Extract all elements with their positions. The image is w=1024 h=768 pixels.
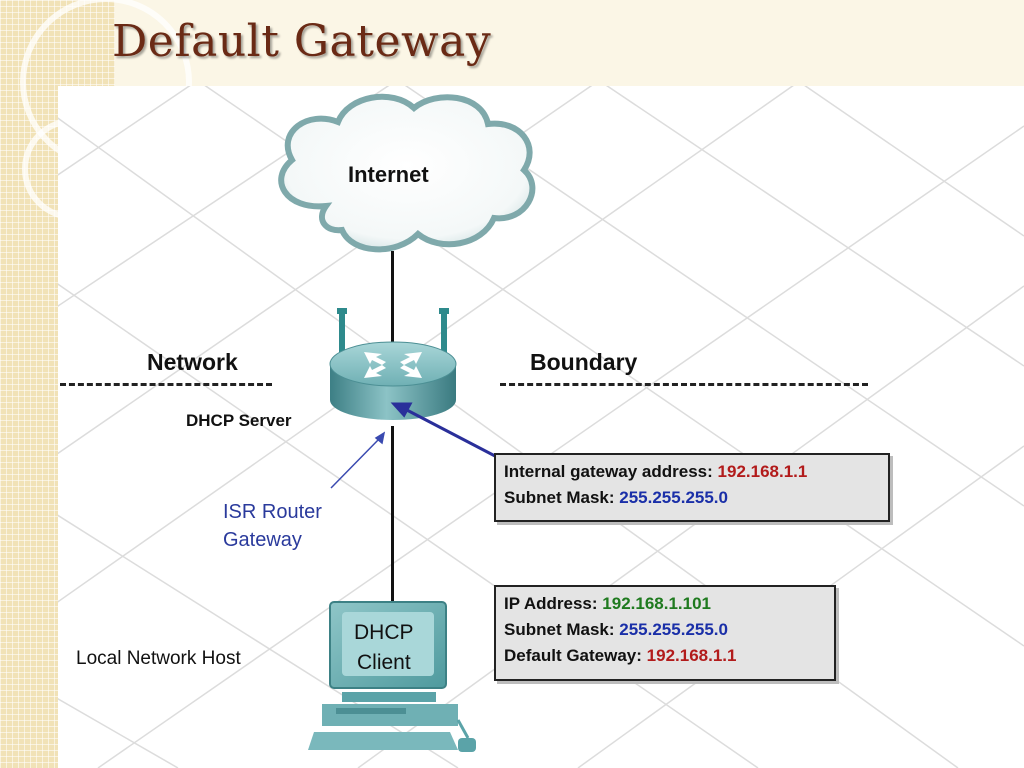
boundary-label: Boundary (530, 349, 638, 375)
wire-internet-router (391, 251, 394, 401)
gateway-address-value: 192.168.1.1 (717, 462, 808, 481)
boundary-line-left (60, 383, 272, 386)
pointer-arrows (330, 402, 496, 489)
isr-line2: Gateway (223, 529, 302, 551)
screen-line2: Client (357, 651, 411, 674)
dhcp-server-label: DHCP Server (186, 411, 292, 430)
wire-router-host (391, 426, 394, 606)
gateway-address-row: Internal gateway address: 192.168.1.1 (504, 459, 880, 485)
host-subnet-label: Subnet Mask: (504, 620, 615, 639)
host-subnet-value: 255.255.255.0 (619, 620, 728, 639)
network-label: Network (147, 349, 238, 375)
host-info-box: IP Address: 192.168.1.101 Subnet Mask: 2… (494, 585, 836, 681)
host-ip-row: IP Address: 192.168.1.101 (504, 591, 826, 617)
slide-title: Default Gateway (112, 16, 492, 67)
boundary-line-right (500, 383, 868, 386)
host-ip-value: 192.168.1.101 (602, 594, 711, 613)
gateway-subnet-label: Subnet Mask: (504, 488, 615, 507)
isr-router-gateway-label: ISR Router Gateway (223, 498, 322, 554)
local-network-host-label: Local Network Host (76, 648, 241, 669)
host-ip-label: IP Address: (504, 594, 598, 613)
diagram-area: Internet Network Boundary (58, 86, 1024, 768)
host-gateway-value: 192.168.1.1 (646, 646, 737, 665)
screen-line1: DHCP (354, 621, 414, 644)
internet-label: Internet (348, 162, 429, 187)
gateway-subnet-row: Subnet Mask: 255.255.255.0 (504, 485, 880, 511)
isr-line1: ISR Router (223, 501, 322, 523)
gateway-subnet-value: 255.255.255.0 (619, 488, 728, 507)
router-icon (329, 308, 457, 420)
host-subnet-row: Subnet Mask: 255.255.255.0 (504, 617, 826, 643)
host-gateway-row: Default Gateway: 192.168.1.1 (504, 643, 826, 669)
gateway-info-box: Internal gateway address: 192.168.1.1 Su… (494, 453, 890, 522)
host-gateway-label: Default Gateway: (504, 646, 642, 665)
computer-icon (308, 601, 476, 752)
gateway-address-label: Internal gateway address: (504, 462, 713, 481)
internet-cloud-icon (278, 93, 536, 253)
